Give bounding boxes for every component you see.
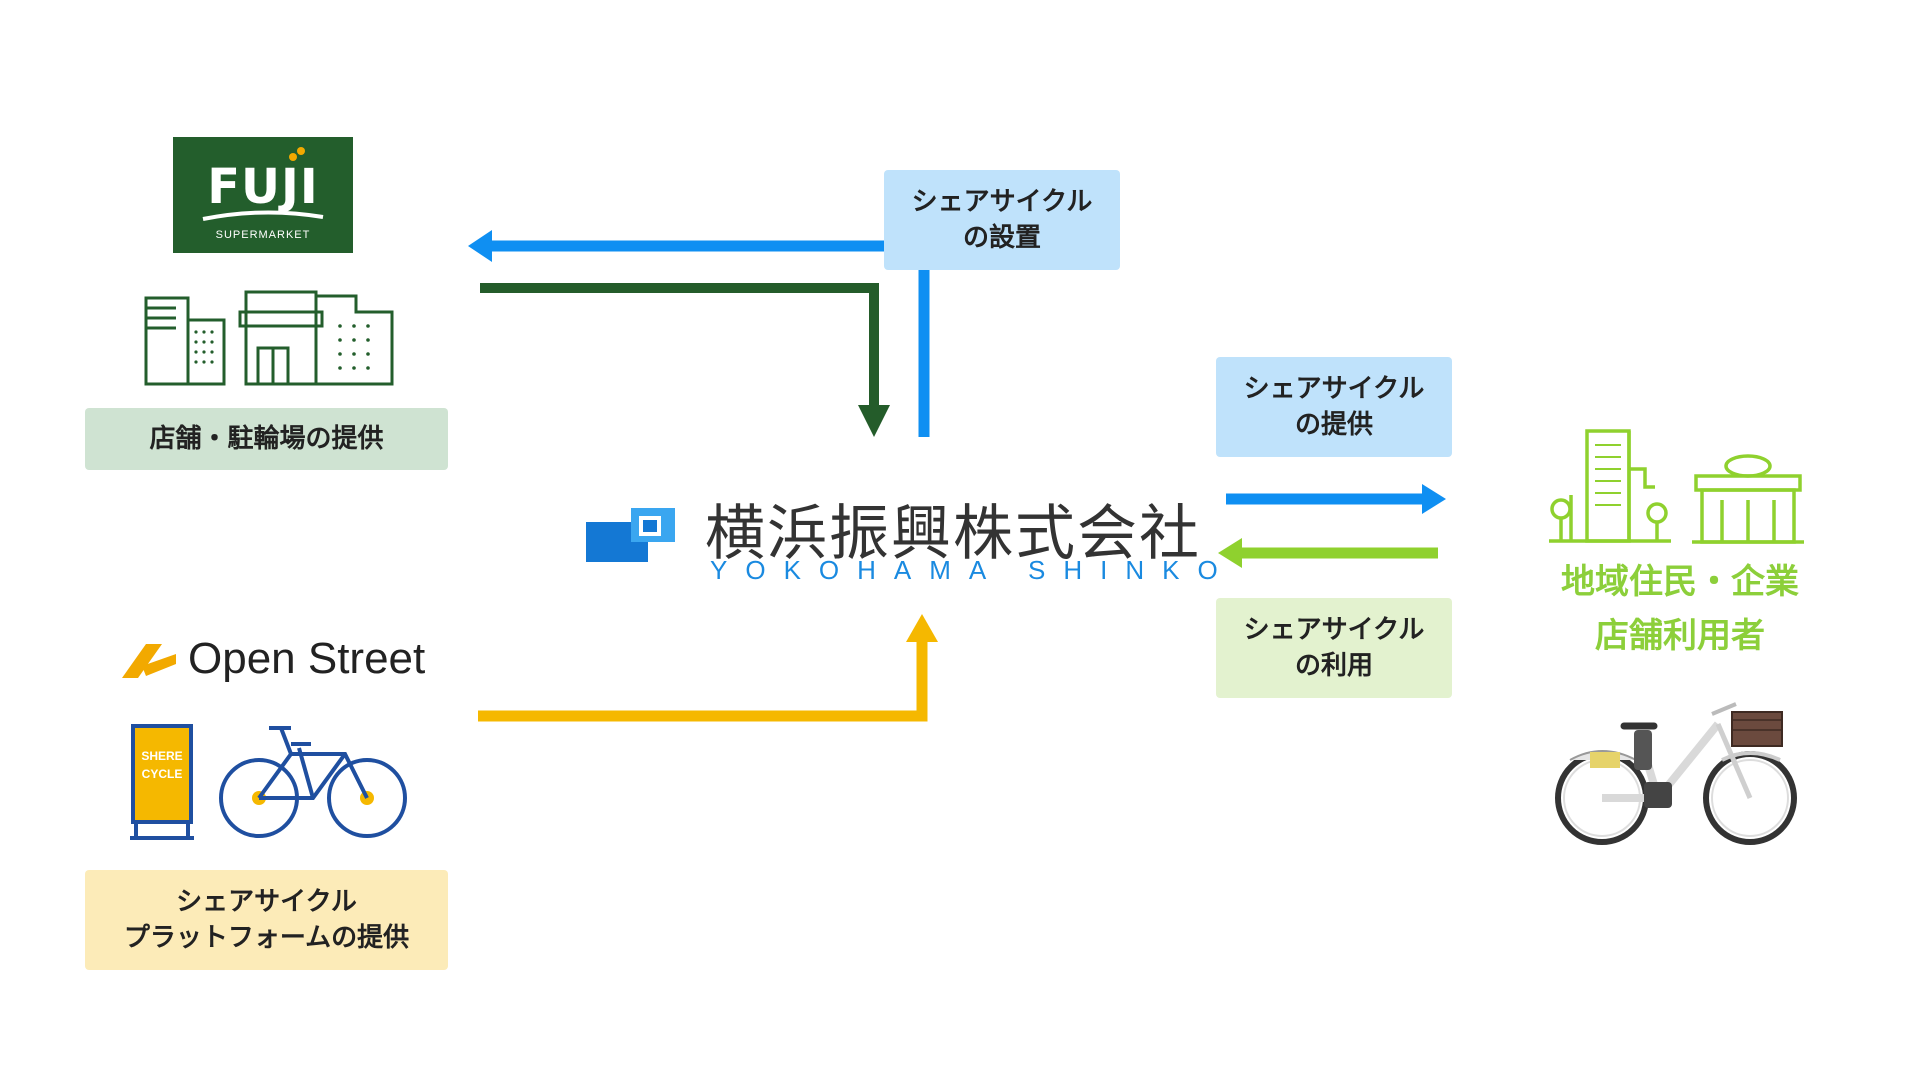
fuji-logo-mark-icon: [202, 147, 324, 221]
platform-arrow-line: [478, 640, 928, 722]
platform-provision-line-2: プラットフォームの提供: [123, 923, 410, 953]
city-icon: [1549, 429, 1671, 543]
venue-arrow-line: [480, 283, 879, 408]
sign-text-line-1: SHERE: [141, 749, 182, 763]
use-box: シェアサイクル の利用: [1216, 598, 1452, 698]
sign-text-line-2: CYCLE: [142, 767, 183, 781]
fuji-logo-text: FUJI: [207, 159, 319, 215]
use-line-2: の利用: [1294, 651, 1373, 681]
platform-provision-line-1: シェアサイクル: [176, 886, 357, 917]
openstreet-logo-icon: [122, 644, 176, 678]
provide-arrow-head: [1422, 484, 1446, 514]
residents-line-1: 地域住民・企業: [1561, 562, 1799, 602]
residents-label: 地域住民・企業 店舗利用者: [1530, 555, 1830, 664]
provide-line-2: の提供: [1294, 410, 1373, 440]
yokohama-shinko-logo-icon: [586, 508, 675, 562]
install-box: シェアサイクル の設置: [884, 170, 1120, 270]
provide-line-1: シェアサイクル: [1243, 373, 1425, 404]
platform-provision-box: シェアサイクル プラットフォームの提供: [85, 870, 448, 970]
buildings-icon: [144, 290, 394, 386]
openstreet-logo-text: Open Street: [188, 634, 426, 683]
company-name-en: YOKOHAMA SHINKO: [710, 555, 1236, 585]
residents-line-2: 店舗利用者: [1595, 616, 1765, 657]
store-icon: [1692, 454, 1804, 544]
bicycle-icon: [219, 726, 407, 838]
use-arrow-head: [1218, 538, 1242, 568]
install-arrow-line: [487, 240, 930, 437]
use-line-1: シェアサイクル: [1243, 614, 1425, 645]
venue-arrow-head: [858, 405, 890, 437]
company-name-jp: 横浜振興株式会社: [705, 499, 1201, 569]
platform-arrow-head: [906, 614, 938, 642]
fuji-logo: FUJI SUPERMARKET: [173, 137, 353, 253]
fuji-logo-subtext: SUPERMARKET: [215, 229, 311, 241]
provide-box: シェアサイクル の提供: [1216, 357, 1452, 457]
venue-provision-label: 店舗・駐輪場の提供: [149, 423, 384, 454]
install-arrow-head: [468, 230, 492, 262]
install-line-1: シェアサイクル: [911, 186, 1093, 217]
install-line-2: の設置: [962, 223, 1041, 253]
e-bike-icon: [1555, 702, 1797, 845]
venue-provision-box: 店舗・駐輪場の提供: [85, 408, 448, 470]
share-cycle-sign-icon: SHERE CYCLE: [130, 724, 194, 840]
